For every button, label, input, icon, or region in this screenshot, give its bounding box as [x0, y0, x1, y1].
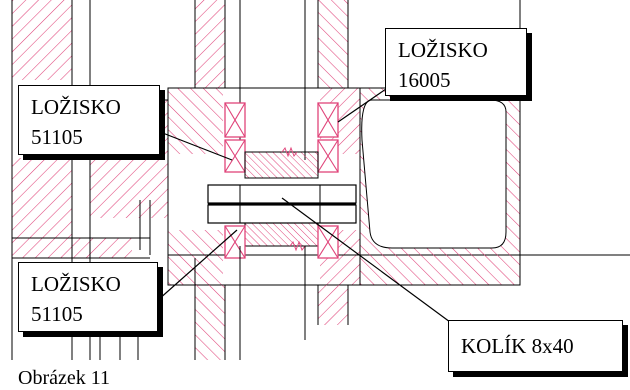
upper-bearings [224, 102, 339, 173]
callout-bearing-51105-lower: LOŽISKO 51105 [18, 262, 158, 332]
callout-bearing-16005: LOŽISKO 16005 [385, 28, 527, 96]
callout-pin-kolik: KOLÍK 8x40 [448, 320, 623, 372]
callout-kolik-line1: KOLÍK 8x40 [461, 334, 574, 358]
lower-shaft-columns [194, 246, 349, 360]
figure-caption: Obrázek 11 [18, 367, 110, 389]
pin-bar [207, 184, 357, 224]
callout-16005-line2: 16005 [398, 68, 451, 92]
leader-lines [154, 77, 451, 323]
callout-51105-upper-line1: LOŽISKO [31, 95, 121, 119]
upper-shaft-columns [194, 0, 349, 160]
callout-51105-lower-line2: 51105 [31, 302, 83, 326]
callout-51105-upper-line2: 51105 [31, 125, 83, 149]
leader-51105-upper [154, 129, 233, 161]
callout-16005-line1: LOŽISKO [398, 38, 488, 62]
leader-kolik [281, 197, 451, 323]
callout-51105-lower-line1: LOŽISKO [31, 272, 121, 296]
leader-51105-lower [157, 229, 238, 301]
central-shaft [244, 146, 319, 252]
callout-bearing-51105-upper: LOŽISKO 51105 [18, 85, 160, 155]
